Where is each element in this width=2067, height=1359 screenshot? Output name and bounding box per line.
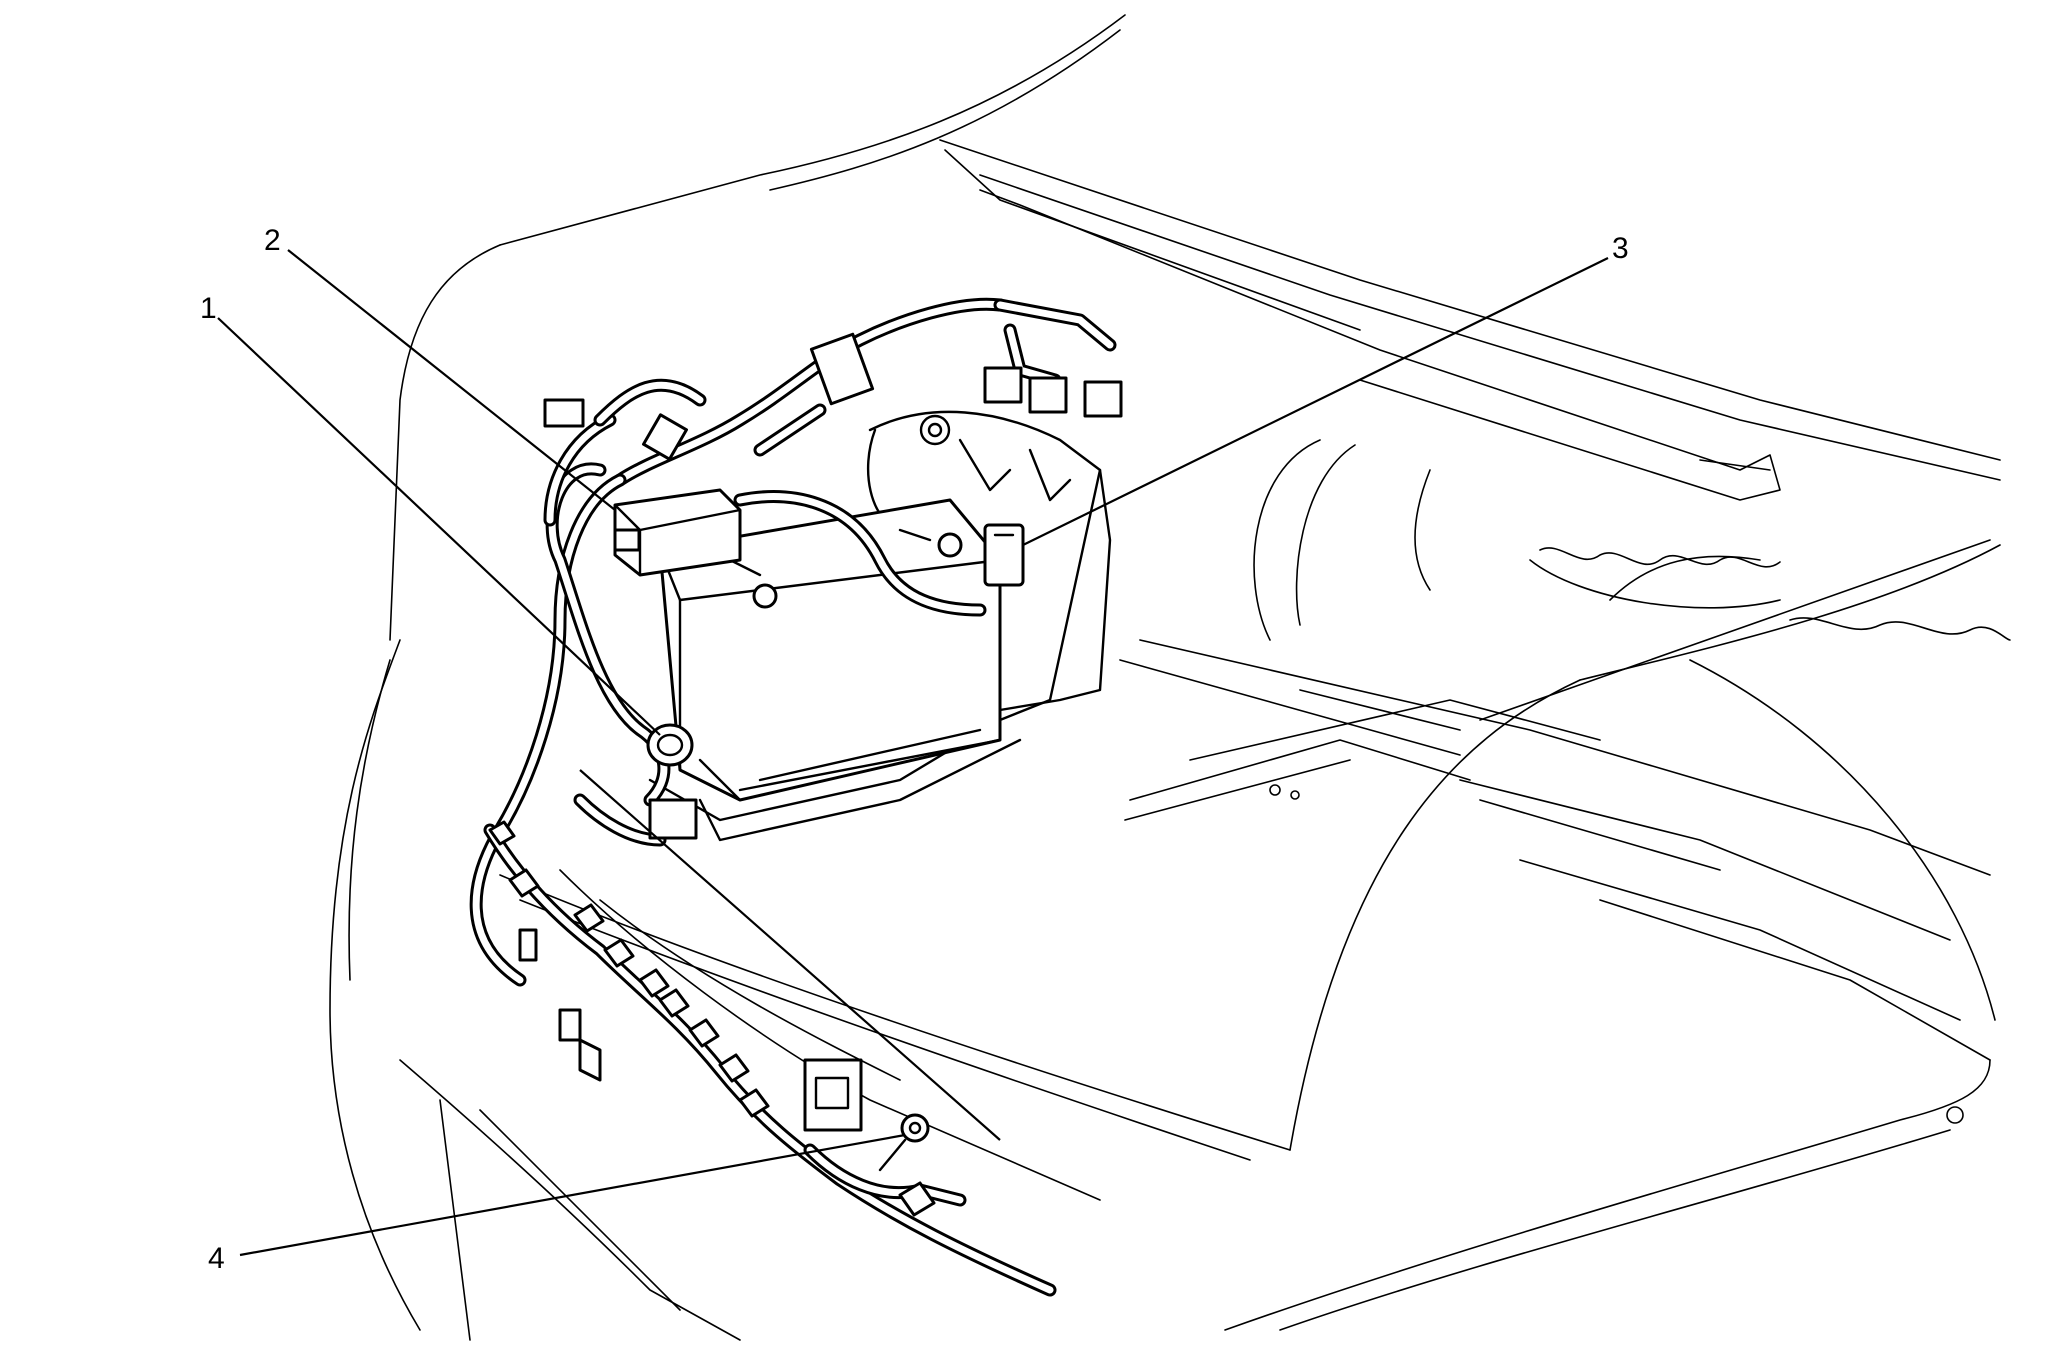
mounting-bracket [518, 928, 538, 962]
callout-3: 3 [1612, 232, 1629, 265]
battery-bracket [648, 410, 1112, 842]
callout-4: 4 [208, 1242, 225, 1275]
harness-clips [488, 820, 936, 1217]
leader-1 [217, 317, 661, 736]
battery-terminal-negative [752, 583, 778, 609]
harness-clip [573, 903, 605, 933]
module-2-plug [613, 528, 641, 552]
mounting-bracket [578, 1038, 602, 1082]
vehicle-body-outline [329, 14, 2011, 1341]
connector-3 [983, 523, 1025, 587]
harness-clip [898, 1181, 936, 1217]
callout-1: 1 [200, 292, 217, 325]
connector [543, 398, 585, 428]
wiring-harness [469, 297, 1117, 1297]
harness-clip [488, 820, 516, 846]
battery-terminal-positive [937, 532, 963, 558]
mounting-bracket [558, 1008, 582, 1042]
harness-clip [688, 1018, 720, 1048]
connector [1083, 380, 1123, 418]
harness-clip [603, 938, 635, 968]
callout-2: 2 [264, 224, 281, 257]
connector [803, 1058, 863, 1132]
module-2 [613, 488, 742, 577]
harness-clip [738, 1088, 770, 1118]
leader-4 [239, 1133, 906, 1257]
leader-3 [1022, 257, 1609, 546]
callout-numbers: 1 2 3 4 [200, 224, 1629, 1275]
harness-connectors [543, 332, 1123, 1172]
connector [809, 332, 875, 406]
callout-leaders [217, 249, 1609, 1257]
connector [648, 798, 698, 840]
harness-clip [508, 868, 540, 898]
battery [658, 498, 1002, 802]
connector [642, 413, 688, 461]
connector [1028, 376, 1068, 414]
harness-clip [718, 1053, 750, 1083]
leader-2 [287, 249, 616, 511]
harness-clip [658, 988, 690, 1018]
harness-clip [638, 968, 670, 998]
connector [983, 366, 1023, 404]
ring-terminal-4 [900, 1113, 930, 1143]
